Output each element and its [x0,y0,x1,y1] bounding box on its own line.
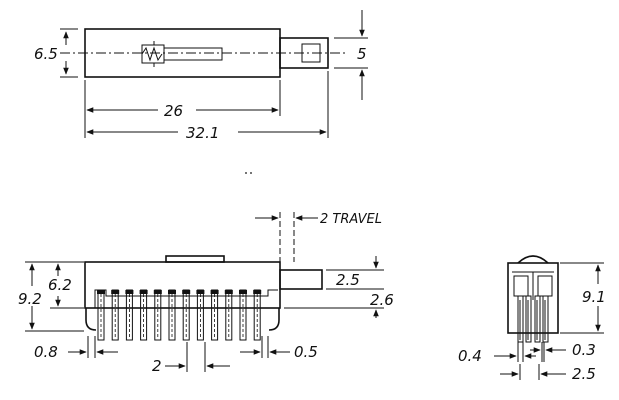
side-pin [210,289,219,341]
end-contact-left [513,275,529,297]
dim-label-2-6: 2.6 [370,291,394,309]
stray-dot [245,172,247,174]
side-pin [196,289,205,341]
side-pin [224,289,233,341]
end-view: 9.1 0.4 0.3 2.5 [458,255,606,383]
dim-label-2-5-end: 2.5 [572,365,596,383]
side-pin-row [97,289,262,341]
dim-label-9-2: 9.2 [18,290,42,308]
dim-overall-length: 32.1 [86,71,329,142]
spring-slider [141,41,223,67]
dim-label-0-4: 0.4 [458,347,482,365]
dim-pin-width: 0.5 [240,336,318,361]
side-pin [111,289,120,341]
side-pin [139,289,148,341]
dim-knob-height: 5 [334,10,368,100]
dim-label-9-1: 9.1 [582,288,606,306]
dim-end-pin-thk: 0.4 [458,342,536,365]
side-pin [125,289,134,341]
dim-end-row-pitch: 2.5 [500,364,596,383]
left-mount-leg [85,308,97,331]
dim-label-2-5: 2.5 [336,271,360,289]
dim-label-32-1: 32.1 [186,124,219,142]
dim-label-0-3: 0.3 [572,341,596,359]
side-pin [182,289,191,341]
side-pin [239,289,247,341]
side-pin [153,289,162,341]
dim-end-pin-w: 0.3 [530,341,596,362]
right-mount-leg [268,308,280,331]
dim-end-height: 9.1 [560,262,606,334]
dim-label-26: 26 [164,102,183,120]
side-inner-rail [94,289,278,308]
end-contact-right [537,275,553,297]
dim-label-0-8: 0.8 [34,343,58,361]
dim-label-6-5: 6.5 [34,45,58,63]
side-pin [97,289,105,341]
dim-label-2-travel: 2 TRAVEL [320,212,382,227]
side-pin [168,289,176,341]
top-view: 6.5 5 26 32.1 [34,10,368,142]
dim-label-5: 5 [357,45,367,63]
stray-dot [250,172,252,174]
dim-pin-pitch: 2 [152,342,230,375]
end-body-outline [507,262,559,334]
side-knob [279,269,323,290]
dim-knob-offsets: 2.5 2.6 [284,256,394,318]
dim-side-heights: 9.2 6.2 [18,261,84,332]
dim-pin-margin: 0.8 [34,336,118,361]
side-body-outline [84,261,281,309]
dim-label-2: 2 [152,357,162,375]
dim-travel: 2 TRAVEL [255,212,382,262]
dim-top-height: 6.5 [34,28,78,78]
side-view: 2 TRAVEL 9.2 6.2 2.5 2.6 [18,212,394,375]
end-knob-top [517,255,549,264]
dim-label-0-5: 0.5 [294,343,318,361]
side-top-cap [165,255,225,263]
dim-label-6-2: 6.2 [48,276,72,294]
end-pins [517,295,549,343]
side-pin [253,289,262,341]
dim-body-length: 26 [84,80,281,138]
